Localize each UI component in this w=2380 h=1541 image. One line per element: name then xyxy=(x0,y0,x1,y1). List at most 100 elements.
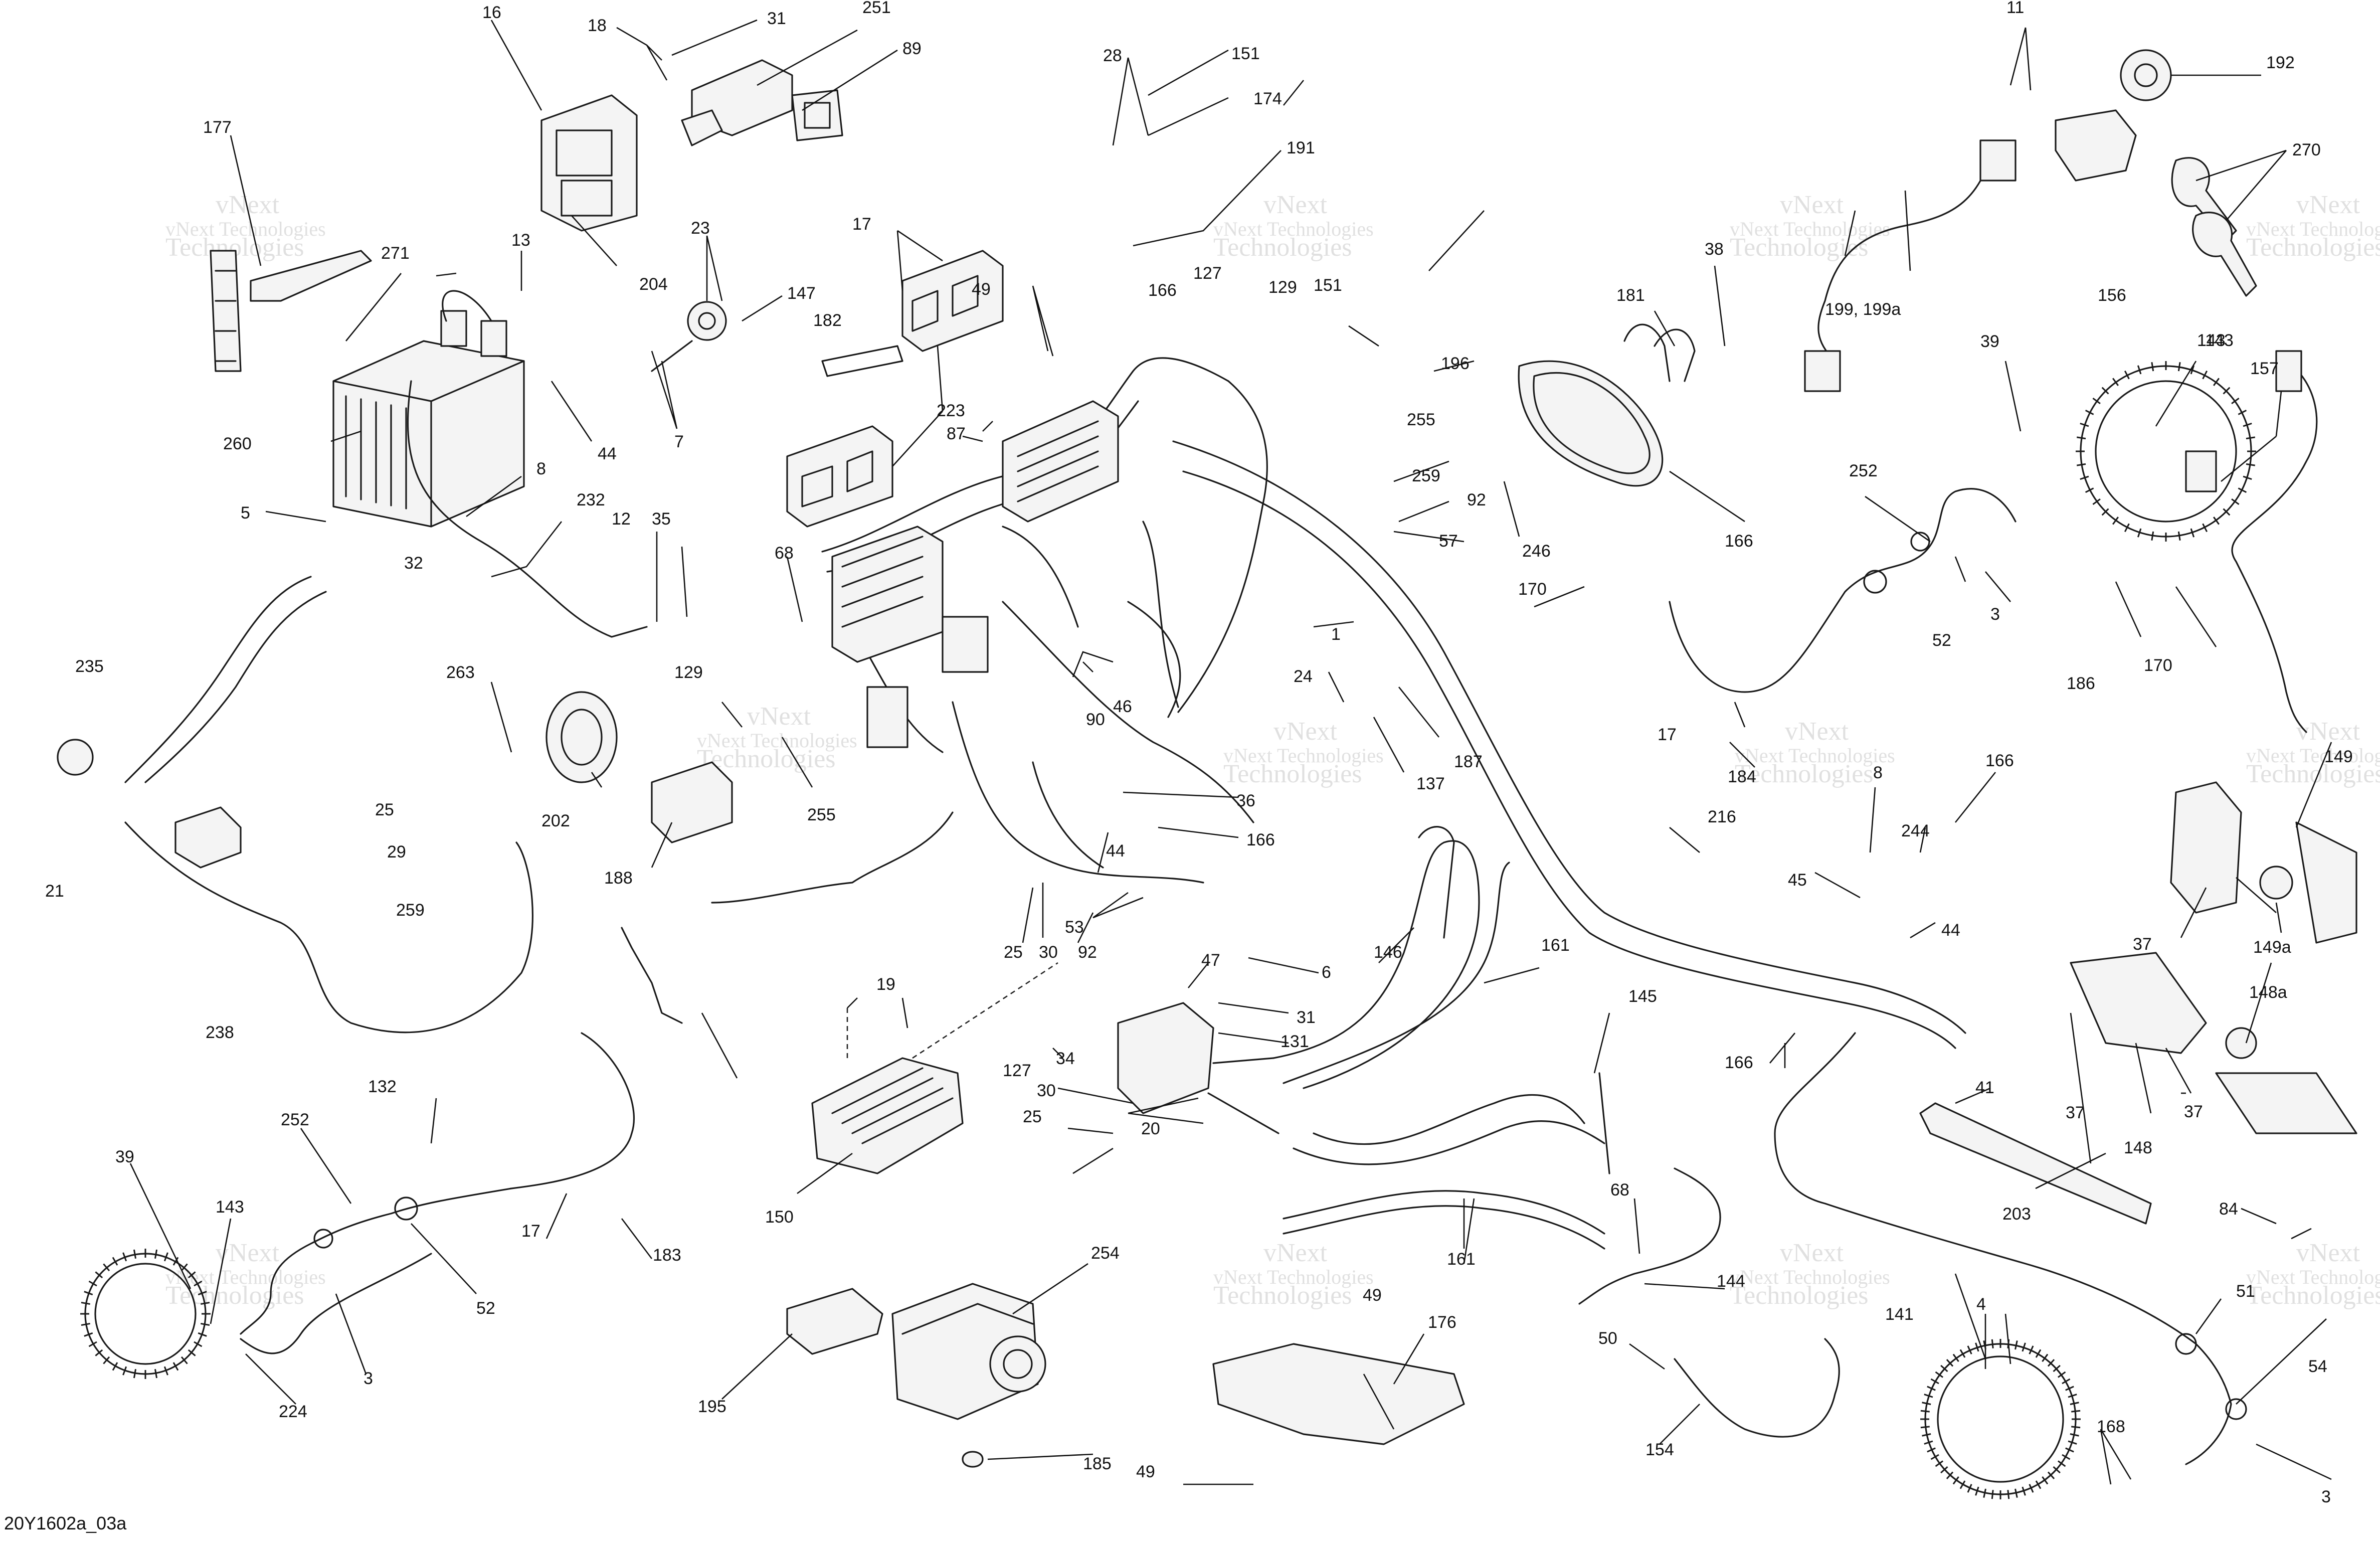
sensor-cable-part xyxy=(1674,1338,1840,1438)
sensor-harness-part xyxy=(240,1032,635,1335)
callout-label: 37 xyxy=(2184,1102,2203,1121)
figure-reference-number: 20Y1602a_03a xyxy=(4,1513,127,1533)
watermark-text: vNext xyxy=(1780,1239,1844,1267)
watermark-text: vNext xyxy=(216,1239,280,1267)
bracket-part xyxy=(621,927,683,1024)
callout-label: 47 xyxy=(1201,951,1220,970)
callout-label: 90 xyxy=(1086,710,1105,729)
battery-strap-part xyxy=(210,250,242,372)
sensor-cable-part xyxy=(240,1253,432,1354)
callout-label: 29 xyxy=(387,842,406,862)
watermark-text: vNext xyxy=(1785,717,1849,746)
gasket-plate-part xyxy=(791,89,843,141)
callout-label: 156 xyxy=(2098,286,2126,305)
main-harness-part xyxy=(711,357,1268,904)
hose-part xyxy=(1283,1190,1605,1235)
callout-label: 141 xyxy=(1885,1305,1914,1324)
callout-label: 23 xyxy=(691,219,710,238)
hose-part xyxy=(1272,840,1480,1089)
tone-ring-teeth xyxy=(2076,361,2256,542)
watermark-text: vNext xyxy=(1263,191,1328,219)
callout-label: 252 xyxy=(1849,461,1878,480)
callout-label: 174 xyxy=(1253,89,1282,108)
abs-module-part xyxy=(891,1283,1046,1420)
watermark-text: vNext xyxy=(747,702,811,731)
callout-label: 223 xyxy=(937,401,965,420)
taillight-housing-part xyxy=(2070,952,2207,1054)
cable-part xyxy=(124,576,312,783)
callout-label: 3 xyxy=(363,1369,373,1388)
tone-ring-teeth xyxy=(80,1249,211,1379)
watermark-text: Technologies xyxy=(1730,233,1869,262)
callout-label: 44 xyxy=(1941,921,1960,940)
callout-label: 92 xyxy=(1078,943,1097,962)
callout-label: 238 xyxy=(206,1023,234,1042)
relay-bracket-part xyxy=(540,94,638,232)
callout-label: 34 xyxy=(1056,1049,1075,1068)
callout-label: 202 xyxy=(541,811,570,830)
callout-label: 51 xyxy=(2236,1282,2255,1301)
callout-label: 254 xyxy=(1091,1244,1120,1263)
watermark-layer: vNext Technologies vNext Technologies vN… xyxy=(165,191,2380,1310)
callout-label: 184 xyxy=(1728,767,1756,786)
callout-label: 260 xyxy=(223,434,252,453)
callout-label: 235 xyxy=(75,657,104,676)
callout-label: 129 xyxy=(674,663,703,682)
gasket-ring-part xyxy=(1518,360,1664,487)
callout-label: 199, 199a xyxy=(1825,300,1901,319)
watermark-text: Technologies xyxy=(2246,1281,2380,1310)
callout-label: 28 xyxy=(1103,46,1122,65)
watermark-text: vNext xyxy=(216,191,280,219)
watermark-text: vNext xyxy=(1273,717,1338,746)
watermark-text: vNext Technologies xyxy=(1730,218,1890,240)
callout-label: 39 xyxy=(1980,332,1999,351)
callout-label: 259 xyxy=(396,901,425,920)
watermark-text: Technologies xyxy=(2246,760,2380,788)
callout-label: 21 xyxy=(45,882,64,901)
watermark-text: vNext xyxy=(2296,1239,2360,1267)
hose-part xyxy=(1313,1094,1585,1145)
callout-label: 196 xyxy=(1441,354,1470,373)
callout-label: 92 xyxy=(1467,490,1486,509)
dashed-leader xyxy=(846,962,1058,1059)
callout-label: 170 xyxy=(1518,580,1547,599)
callout-label: 166 xyxy=(1725,532,1753,551)
callout-label: 16 xyxy=(482,3,501,22)
callout-label: 181 xyxy=(1616,286,1645,305)
solenoid-part xyxy=(174,806,242,869)
wire-clip-part xyxy=(1623,323,1696,382)
callout-label: 146 xyxy=(1374,943,1402,962)
callout-label: 161 xyxy=(1447,1250,1476,1269)
watermark-text: vNext Technologies xyxy=(2246,218,2380,240)
callout-label: 68 xyxy=(1610,1180,1629,1200)
callout-label: 45 xyxy=(1788,871,1807,890)
callout-label: 177 xyxy=(203,118,232,137)
callout-label: 127 xyxy=(1003,1061,1031,1080)
callout-label: 37 xyxy=(2066,1103,2085,1122)
callout-label: 11 xyxy=(2006,0,2024,17)
callout-label: 143 xyxy=(2205,331,2234,350)
callout-label: 154 xyxy=(1645,1440,1674,1459)
callout-label: 263 xyxy=(446,663,475,682)
callout-label: 216 xyxy=(1708,807,1736,826)
callout-label: 8 xyxy=(536,459,546,478)
callout-label: 17 xyxy=(852,215,871,234)
callout-label: 144 xyxy=(1717,1272,1745,1291)
parts-layer xyxy=(57,49,2357,1495)
callout-label: 185 xyxy=(1083,1454,1112,1473)
fuse-block-part xyxy=(831,526,944,663)
lens-part xyxy=(2215,1072,2357,1134)
callout-label: 87 xyxy=(947,424,966,443)
callout-label: 129 xyxy=(1268,278,1297,297)
callout-label: 132 xyxy=(368,1077,397,1096)
callout-label: 39 xyxy=(115,1147,134,1166)
sensor-harness-part xyxy=(1669,488,2017,693)
frame-tube-part xyxy=(1172,440,1966,1034)
watermark-text: vNext xyxy=(1263,1239,1328,1267)
callout-label: 31 xyxy=(1297,1008,1316,1027)
watermark-text: vNext xyxy=(1780,191,1844,219)
callout-label: 49 xyxy=(972,280,991,299)
callout-label: 52 xyxy=(476,1299,495,1318)
gasket-part xyxy=(962,1451,984,1468)
